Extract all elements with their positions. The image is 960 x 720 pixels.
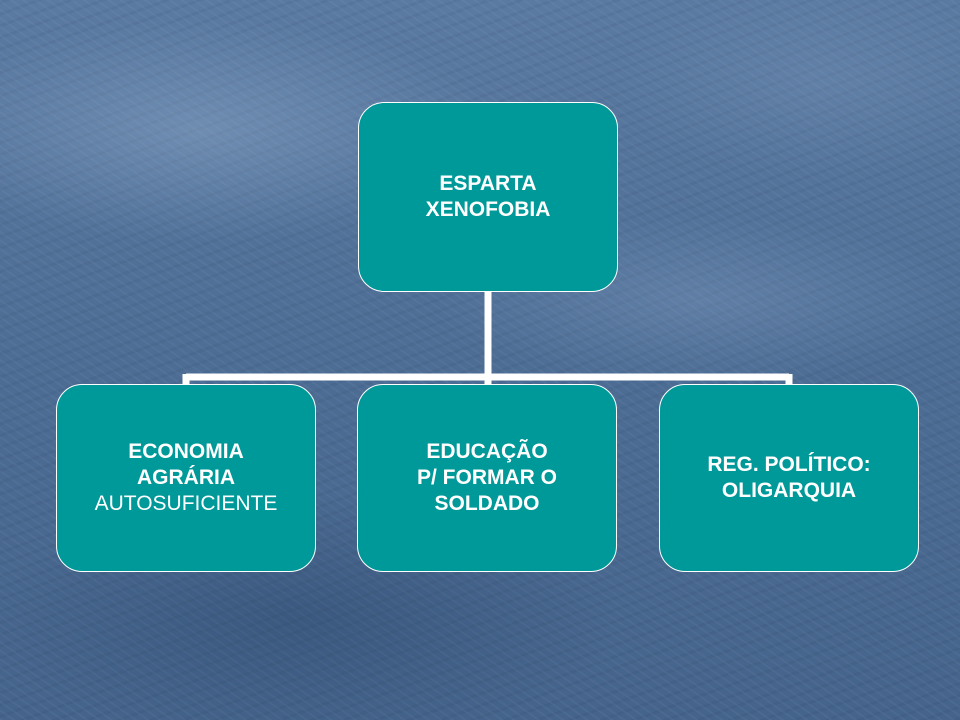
child-1-line-2: AGRÁRIA — [137, 466, 235, 489]
child-3-line-2: OLIGARQUIA — [721, 479, 857, 502]
child-1-line-1: ECONOMIA — [128, 440, 244, 463]
child-2-line-3: SOLDADO — [434, 492, 540, 515]
child-3-line-1: REG. POLÍTICO: — [707, 453, 871, 476]
child-node-educacao: EDUCAÇÃO P/ FORMAR O SOLDADO — [357, 384, 617, 572]
child-node-regime-politico: REG. POLÍTICO: OLIGARQUIA — [659, 384, 919, 572]
root-subtitle: XENOFOBIA — [425, 198, 551, 221]
child-2-line-2: P/ FORMAR O — [417, 466, 557, 489]
child-node-economia: ECONOMIA AGRÁRIA AUTOSUFICIENTE — [56, 384, 316, 572]
root-node-esparta: ESPARTA XENOFOBIA — [358, 102, 618, 292]
root-title: ESPARTA — [439, 172, 537, 195]
child-2-line-1: EDUCAÇÃO — [426, 440, 548, 463]
child-1-line-3: AUTOSUFICIENTE — [94, 492, 278, 515]
